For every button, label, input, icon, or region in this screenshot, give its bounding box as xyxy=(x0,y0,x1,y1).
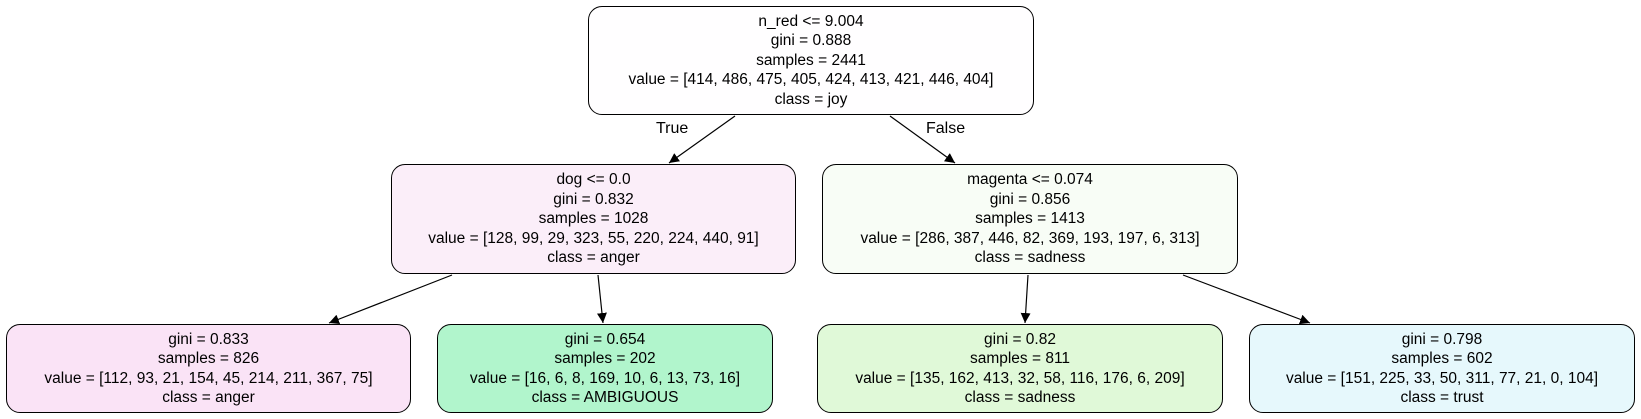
node-value: value = [151, 225, 33, 50, 311, 77, 21, … xyxy=(1285,369,1599,387)
edge-label-true: True xyxy=(656,120,689,137)
node-gini: gini = 0.888 xyxy=(770,32,852,50)
node-split: magenta <= 0.074 xyxy=(967,171,1093,189)
node-gini: gini = 0.654 xyxy=(564,330,646,348)
node-samples: samples = 602 xyxy=(1391,350,1493,367)
node-samples: samples = 1413 xyxy=(975,210,1085,228)
node-gini: gini = 0.856 xyxy=(989,190,1071,208)
node-samples: samples = 2441 xyxy=(756,51,866,69)
tree-node-right-right: gini = 0.798 samples = 602 value = [151,… xyxy=(1249,324,1635,413)
node-class: class = joy xyxy=(774,90,848,108)
node-class: class = sadness xyxy=(974,249,1086,267)
node-class: class = AMBIGUOUS xyxy=(531,389,679,406)
edge-left-ll xyxy=(328,274,453,325)
node-split: dog <= 0.0 xyxy=(556,171,631,189)
node-class: class = anger xyxy=(162,389,255,406)
edge-right-rl xyxy=(1020,274,1031,324)
node-split: n_red <= 9.004 xyxy=(758,12,864,30)
edge-root-left xyxy=(668,115,736,164)
edge-left-lr xyxy=(596,274,607,324)
node-samples: samples = 811 xyxy=(969,350,1071,367)
node-samples: samples = 826 xyxy=(157,350,260,367)
node-value: value = [128, 99, 29, 323, 55, 220, 224,… xyxy=(428,229,759,247)
node-value: value = [135, 162, 413, 32, 58, 116, 176… xyxy=(855,369,1185,387)
node-gini: gini = 0.82 xyxy=(984,330,1056,348)
edge-right-rr xyxy=(1182,274,1311,325)
tree-node-right-left: gini = 0.82 samples = 811 value = [135, … xyxy=(817,324,1223,413)
tree-node-left: dog <= 0.0 gini = 0.832 samples = 1028 v… xyxy=(391,164,796,274)
node-samples: samples = 1028 xyxy=(538,210,649,228)
node-class: class = anger xyxy=(547,249,640,267)
node-samples: samples = 202 xyxy=(554,350,656,367)
node-value: value = [16, 6, 8, 169, 10, 6, 13, 73, 1… xyxy=(469,369,741,387)
edge-root-right xyxy=(889,115,956,164)
node-value: value = [414, 486, 475, 405, 424, 413, 4… xyxy=(628,71,994,89)
node-gini: gini = 0.833 xyxy=(168,330,249,348)
node-class: class = trust xyxy=(1400,389,1484,406)
node-value: value = [112, 93, 21, 154, 45, 214, 211,… xyxy=(44,369,373,387)
node-value: value = [286, 387, 446, 82, 369, 193, 19… xyxy=(860,229,1200,247)
tree-node-left-right: gini = 0.654 samples = 202 value = [16, … xyxy=(437,324,773,413)
node-gini: gini = 0.798 xyxy=(1401,330,1483,348)
tree-node-right: magenta <= 0.074 gini = 0.856 samples = … xyxy=(822,164,1238,274)
edge-label-false: False xyxy=(926,120,966,137)
node-class: class = sadness xyxy=(964,389,1076,406)
tree-node-root: n_red <= 9.004 gini = 0.888 samples = 24… xyxy=(588,6,1034,115)
node-gini: gini = 0.832 xyxy=(553,190,634,208)
tree-node-left-left: gini = 0.833 samples = 826 value = [112,… xyxy=(6,324,411,413)
